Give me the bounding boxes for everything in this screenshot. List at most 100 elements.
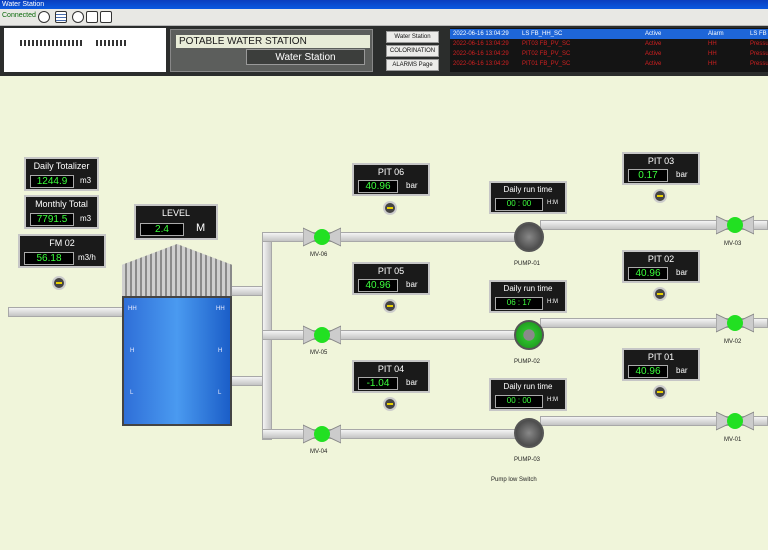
alarm-time: 2022-06-16 13:04:29 bbox=[453, 61, 509, 67]
alarm-time: 2022-06-16 13:04:29 bbox=[453, 51, 509, 57]
level-label: LEVEL bbox=[161, 208, 191, 218]
page-title: POTABLE WATER STATION bbox=[176, 35, 370, 48]
pit-label: PIT 02 bbox=[647, 254, 675, 264]
run-time-value: 00 : 00 bbox=[495, 395, 543, 408]
pit01-panel: PIT 01 40.96 bar bbox=[622, 348, 700, 381]
pit05-panel: PIT 05 40.96 bar bbox=[352, 262, 430, 295]
pit-unit: bar bbox=[406, 181, 418, 190]
alarm-row[interactable]: 2022-06-16 13:04:29 PIT03 FB_PV_SC Activ… bbox=[450, 39, 768, 49]
pump-02-icon[interactable] bbox=[514, 320, 544, 350]
document-search-icon[interactable] bbox=[86, 11, 98, 23]
monthly-total-value: 7791.5 bbox=[30, 213, 74, 226]
pit03-panel: PIT 03 0.17 bar bbox=[622, 152, 700, 185]
tank-roof bbox=[122, 244, 232, 296]
zoom-icon[interactable] bbox=[72, 11, 84, 23]
valve-mv03[interactable] bbox=[715, 212, 755, 238]
valve-label: MV-03 bbox=[724, 241, 742, 247]
run-time-unit: H:M bbox=[547, 397, 558, 403]
alarm-type: HH bbox=[708, 51, 717, 57]
document-icon[interactable] bbox=[100, 11, 112, 23]
pit-value: 40.96 bbox=[358, 279, 398, 292]
line-pipe bbox=[262, 232, 524, 242]
window-title: Water Station bbox=[0, 0, 768, 9]
alarm-state: Active bbox=[645, 51, 662, 57]
pit-label: PIT 04 bbox=[377, 364, 405, 374]
refresh-icon[interactable] bbox=[38, 11, 50, 23]
fm02-panel: FM 02 56.18 m3/h bbox=[18, 234, 106, 268]
alarm-extra: Pressure bbox=[750, 41, 768, 47]
grid-icon[interactable] bbox=[55, 11, 67, 23]
pit-unit: bar bbox=[406, 378, 418, 387]
pit-label: PIT 01 bbox=[647, 352, 675, 362]
monthly-total-unit: m3 bbox=[80, 214, 92, 223]
pressure-transmitter-icon[interactable] bbox=[653, 287, 667, 301]
nav-water-station-button[interactable]: Water Station bbox=[386, 31, 439, 43]
alarm-tag: PIT01 FB_PV_SC bbox=[522, 61, 571, 67]
pit-value: 0.17 bbox=[628, 169, 668, 182]
run-time-panel: Daily run time 00 : 00 H:M bbox=[489, 378, 567, 411]
fm02-unit: m3/h bbox=[78, 253, 96, 262]
pit-unit: bar bbox=[676, 170, 688, 179]
tank-mark-h: H bbox=[218, 348, 223, 354]
alarm-row[interactable]: 2022-06-16 13:04:29 PIT01 FB_PV_SC Activ… bbox=[450, 59, 768, 69]
run-time-panel: Daily run time 00 : 00 H:M bbox=[489, 181, 567, 214]
tank-mark-h: H bbox=[130, 348, 135, 354]
alarm-tag: PIT03 FB_PV_SC bbox=[522, 41, 571, 47]
daily-totalizer-unit: m3 bbox=[80, 176, 92, 185]
pressure-transmitter-icon[interactable] bbox=[383, 397, 397, 411]
run-time-label: Daily run time bbox=[503, 185, 553, 194]
pressure-transmitter-icon[interactable] bbox=[653, 189, 667, 203]
alarm-type: Alarm bbox=[708, 31, 724, 37]
inlet-pipe bbox=[8, 307, 126, 317]
pump-03-icon[interactable] bbox=[514, 418, 544, 448]
valve-label: MV-01 bbox=[724, 437, 742, 443]
fm02-value: 56.18 bbox=[24, 252, 74, 265]
pit02-panel: PIT 02 40.96 bar bbox=[622, 250, 700, 283]
run-time-minutes: 00 bbox=[522, 396, 532, 405]
alarm-state: Active bbox=[645, 31, 662, 37]
pit-value: 40.96 bbox=[628, 365, 668, 378]
valve-label: MV-04 bbox=[310, 449, 328, 455]
tank-mark-hh: HH bbox=[216, 306, 225, 312]
valve-mv04[interactable] bbox=[302, 421, 342, 447]
daily-totalizer-label: Daily Totalizer bbox=[33, 161, 90, 171]
pressure-transmitter-icon[interactable] bbox=[383, 299, 397, 313]
pit-value: -1.04 bbox=[358, 377, 398, 390]
alarm-extra: Pressure bbox=[750, 51, 768, 57]
alarm-row[interactable]: 2022-06-16 13:04:29 PIT02 FB_PV_SC Activ… bbox=[450, 49, 768, 59]
nav-colorination-button[interactable]: COLORINATION bbox=[386, 45, 439, 57]
logo-mark bbox=[60, 40, 82, 46]
level-value: 2.4 bbox=[140, 223, 184, 236]
run-time-unit: H:M bbox=[547, 200, 558, 206]
daily-totalizer-value: 1244.9 bbox=[30, 175, 74, 188]
alarm-row[interactable]: 2022-06-16 13:04:29 LS FB_HH_SC Active A… bbox=[450, 29, 768, 39]
level-unit: M bbox=[196, 222, 206, 234]
run-time-panel: Daily run time 06 : 17 H:M bbox=[489, 280, 567, 313]
run-time-label: Daily run time bbox=[503, 382, 553, 391]
pit-unit: bar bbox=[676, 366, 688, 375]
level-panel: LEVEL 2.4 M bbox=[134, 204, 218, 240]
valve-mv02[interactable] bbox=[715, 310, 755, 336]
pit-value: 40.96 bbox=[628, 267, 668, 280]
alarm-state: Active bbox=[645, 61, 662, 67]
pit06-panel: PIT 06 40.96 bar bbox=[352, 163, 430, 196]
flow-meter-icon[interactable] bbox=[52, 276, 66, 290]
valve-mv05[interactable] bbox=[302, 322, 342, 348]
logo-area bbox=[4, 28, 166, 72]
valve-mv06[interactable] bbox=[302, 224, 342, 250]
pump-01-icon[interactable] bbox=[514, 222, 544, 252]
monthly-total-panel: Monthly Total 7791.5 m3 bbox=[24, 195, 99, 229]
connection-status: Connected bbox=[2, 12, 36, 19]
valve-mv01[interactable] bbox=[715, 408, 755, 434]
pit-label: PIT 05 bbox=[377, 266, 405, 276]
pressure-transmitter-icon[interactable] bbox=[653, 385, 667, 399]
toolbar bbox=[0, 9, 768, 26]
line-pipe bbox=[262, 330, 524, 340]
valve-label: MV-06 bbox=[310, 252, 328, 258]
run-time-minutes: 17 bbox=[522, 298, 532, 307]
tank-mark-l: L bbox=[218, 390, 222, 396]
pressure-transmitter-icon[interactable] bbox=[383, 201, 397, 215]
pit-unit: bar bbox=[676, 268, 688, 277]
pit-value: 40.96 bbox=[358, 180, 398, 193]
nav-alarms-button[interactable]: ALARMS Page bbox=[386, 59, 439, 71]
